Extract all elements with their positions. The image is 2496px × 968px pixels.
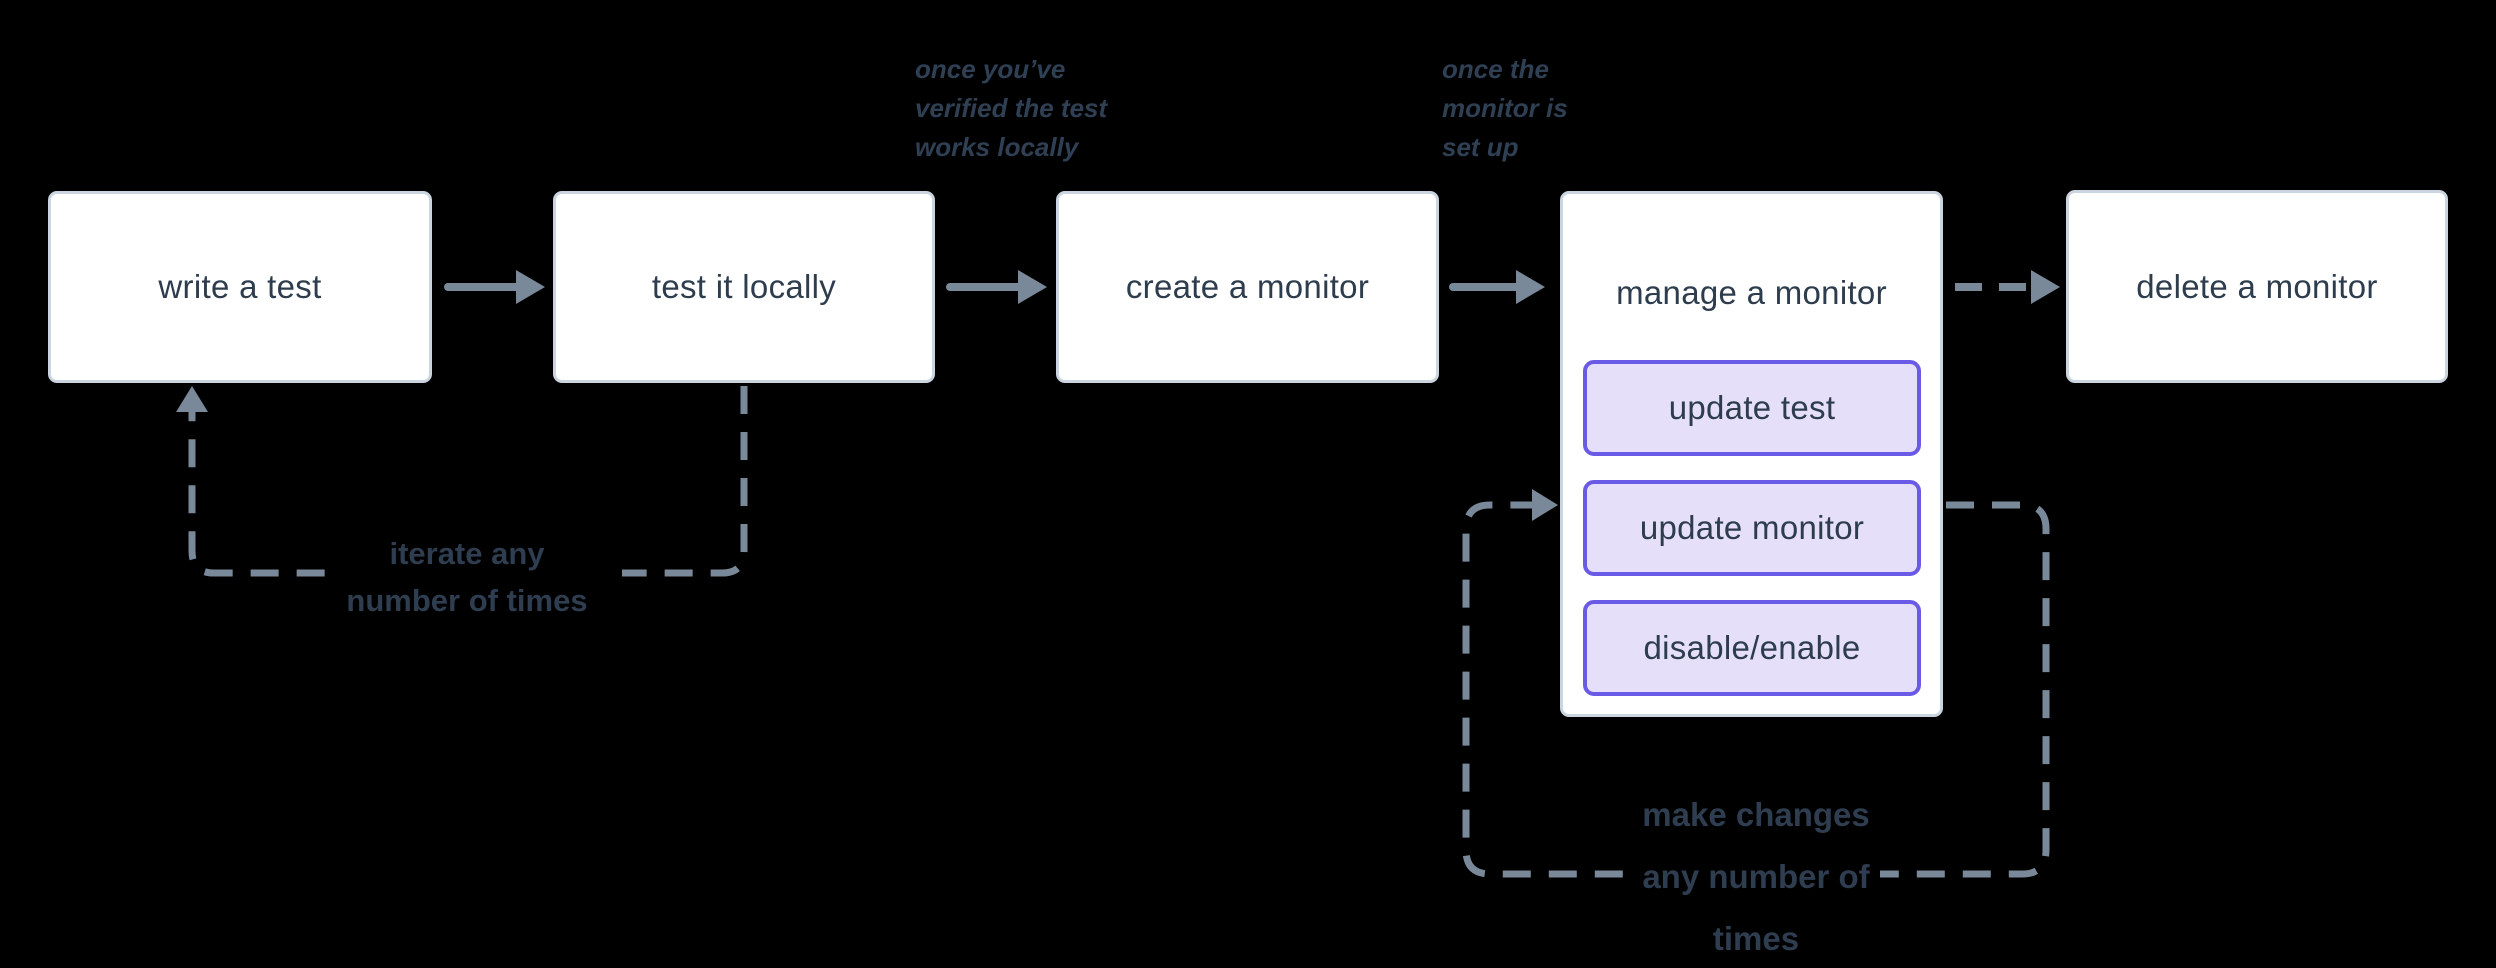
subnode-update-monitor: update monitor xyxy=(1583,480,1921,576)
annotation-verified-line-1: once you’ve xyxy=(915,54,1066,84)
node-delete-monitor-label: delete a monitor xyxy=(2136,267,2378,305)
subnode-disable-enable-label: disable/enable xyxy=(1643,629,1861,666)
loop-make-changes-label-gap xyxy=(1634,854,1880,894)
label-make-changes-loop: make changes any number of times xyxy=(1596,784,1916,968)
loop-iterate-label-gap xyxy=(330,553,622,593)
subnode-update-test: update test xyxy=(1583,360,1921,456)
arrowhead-manage-to-delete xyxy=(2031,270,2060,304)
annotation-setup-line-3: set up xyxy=(1442,132,1519,162)
subnode-disable-enable: disable/enable xyxy=(1583,600,1921,696)
label-iterate-loop: iterate any number of times xyxy=(317,530,617,624)
annotation-verified-line-3: works locally xyxy=(915,132,1079,162)
arrowhead-write-to-test xyxy=(516,270,545,304)
annotation-verified-line-2: verified the test xyxy=(915,93,1108,123)
node-delete-monitor: delete a monitor xyxy=(2066,190,2448,383)
label-iterate-line-1: iterate any xyxy=(389,536,545,571)
node-test-locally: test it locally xyxy=(553,191,935,383)
dashed-arrow-manage-to-delete xyxy=(1955,270,2060,304)
node-test-locally-label: test it locally xyxy=(651,268,837,305)
subnode-update-test-label: update test xyxy=(1668,389,1836,426)
node-write-test-label: write a test xyxy=(158,268,322,305)
loop-make-changes xyxy=(1462,489,2050,894)
annotation-verified-locally: once you’ve verified the test works loca… xyxy=(915,50,1107,167)
solid-arrows xyxy=(444,270,1545,304)
label-make-changes-line-1: make changes xyxy=(1642,796,1870,833)
label-make-changes-line-3: times xyxy=(1712,920,1800,957)
arrowhead-test-to-create xyxy=(1018,270,1047,304)
label-make-changes-line-2: any number of xyxy=(1642,858,1870,895)
label-iterate-line-2: number of times xyxy=(346,583,588,618)
arrowhead-make-changes xyxy=(1532,489,1558,521)
node-manage-monitor-title: manage a monitor xyxy=(1563,264,1940,322)
annotation-setup-line-1: once the xyxy=(1442,54,1549,84)
annotation-setup-line-2: monitor is xyxy=(1442,93,1568,123)
arrowhead-iterate xyxy=(176,386,208,412)
loop-iterate xyxy=(176,386,748,593)
node-manage-monitor-label: manage a monitor xyxy=(1616,274,1887,311)
node-create-monitor: create a monitor xyxy=(1056,191,1439,383)
annotation-monitor-setup: once the monitor is set up xyxy=(1442,50,1568,167)
node-manage-monitor: manage a monitor update test update moni… xyxy=(1560,191,1943,717)
subnode-update-monitor-label: update monitor xyxy=(1639,509,1865,546)
arrowhead-create-to-manage xyxy=(1516,270,1545,304)
node-write-test: write a test xyxy=(48,191,432,383)
node-create-monitor-label: create a monitor xyxy=(1125,268,1370,305)
